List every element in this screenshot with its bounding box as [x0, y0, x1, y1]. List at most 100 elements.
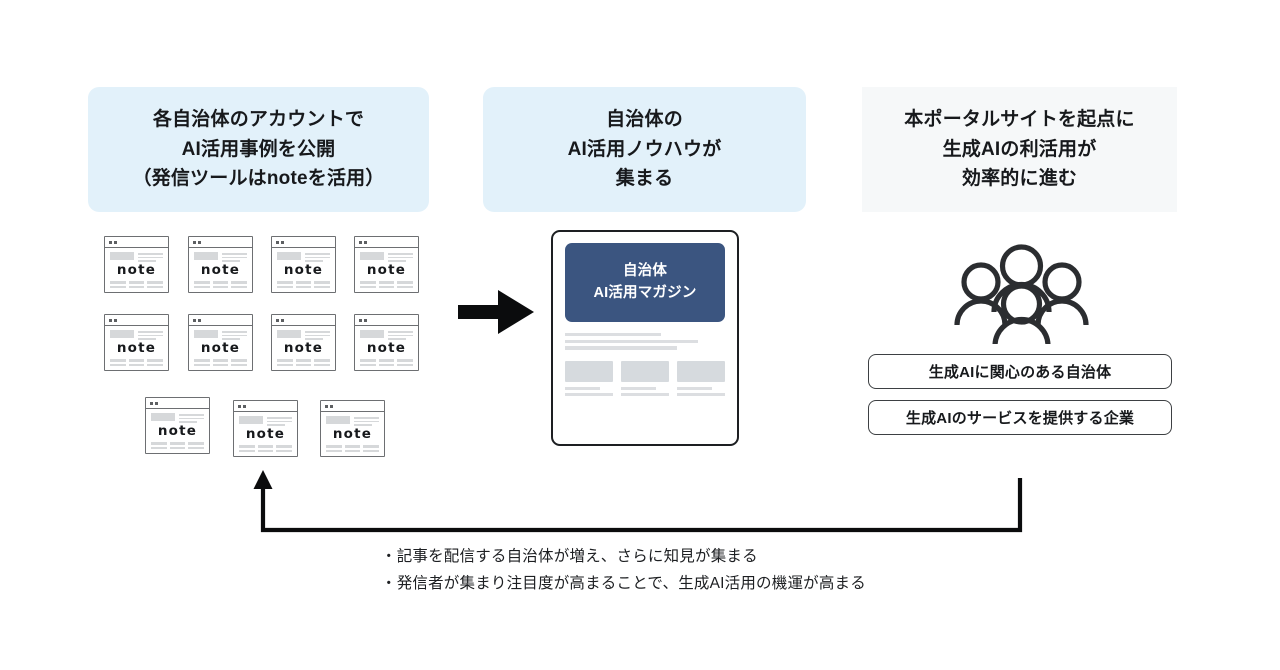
placeholder-line	[188, 446, 205, 450]
footer-col	[239, 445, 255, 453]
placeholder-line	[677, 392, 725, 397]
note-card-body: note	[105, 248, 168, 291]
thumb-caption	[677, 386, 725, 397]
footer-col	[397, 281, 414, 289]
note-card-header	[277, 330, 330, 340]
feedback-caption: ・記事を配信する自治体が増え、さらに知見が集まる ・発信者が集まり注目度が高まる…	[381, 548, 866, 593]
placeholder-line	[363, 449, 380, 453]
thumb-image	[326, 416, 350, 424]
window-dot-icon	[113, 318, 117, 322]
placeholder-line	[147, 359, 164, 362]
window-dot-icon	[197, 240, 201, 244]
window-dot-icon	[280, 318, 284, 322]
placeholder-line	[326, 449, 342, 453]
window-dot-icon	[197, 318, 201, 322]
footer-col	[295, 359, 312, 367]
placeholder-line	[378, 281, 395, 284]
placeholder-line	[267, 424, 285, 426]
window-dot-icon	[280, 240, 284, 244]
article-thumb-item	[621, 360, 669, 397]
note-card-titlebar	[189, 237, 252, 248]
placeholder-line	[378, 359, 395, 362]
footer-col	[295, 281, 312, 289]
arrow-right-icon	[458, 290, 534, 334]
note-article-card: note	[145, 397, 210, 454]
note-article-card: note	[354, 236, 419, 293]
note-card-body: note	[321, 412, 384, 455]
note-card-titlebar	[321, 401, 384, 412]
placeholder-line	[388, 256, 413, 259]
placeholder-line	[314, 363, 331, 367]
placeholder-line	[128, 285, 145, 289]
note-logo-text: note	[366, 339, 407, 356]
note-article-card: note	[104, 314, 169, 371]
window-dot-icon	[363, 318, 367, 322]
article-thumb-item	[565, 360, 613, 397]
note-card-footer	[194, 281, 248, 289]
placeholder-line	[267, 417, 292, 419]
panel-efficient-outcome: 本ポータルサイトを起点に 生成AIの利活用が 効率的に進む	[862, 87, 1177, 212]
placeholder-line	[388, 338, 406, 340]
note-card-footer	[326, 445, 380, 453]
footer-col	[344, 445, 361, 453]
note-card-titlebar	[234, 401, 297, 412]
placeholder-line	[222, 338, 240, 340]
note-article-card: note	[354, 314, 419, 371]
panel-knowledge-aggregates: 自治体の AI活用ノウハウが 集まる	[483, 87, 806, 212]
audience-tag-companies: 生成AIのサービスを提供する企業	[868, 400, 1172, 435]
footer-col	[360, 281, 376, 289]
note-card-footer	[110, 281, 164, 289]
placeholder-line	[397, 359, 414, 362]
magazine-placeholder-lines	[565, 333, 725, 350]
placeholder-lines	[305, 252, 330, 262]
placeholder-line	[397, 363, 414, 367]
placeholder-line	[360, 359, 376, 362]
placeholder-line	[314, 281, 331, 284]
placeholder-line	[231, 285, 248, 289]
placeholder-line	[138, 253, 163, 255]
window-dot-icon	[325, 404, 328, 408]
footer-col	[188, 442, 205, 450]
note-card-body: note	[272, 326, 335, 369]
placeholder-lines	[388, 252, 413, 262]
note-logo-text: note	[332, 425, 373, 442]
note-card-titlebar	[355, 237, 418, 248]
window-dot-icon	[359, 240, 362, 244]
thumb-image	[565, 360, 613, 382]
placeholder-line	[326, 445, 342, 448]
footer-col	[277, 359, 293, 367]
placeholder-lines	[267, 416, 292, 426]
window-dot-icon	[154, 401, 158, 405]
note-card-header	[360, 330, 413, 340]
placeholder-line	[314, 285, 331, 289]
placeholder-line	[305, 253, 330, 255]
placeholder-line	[169, 442, 186, 445]
footer-col	[326, 445, 342, 453]
note-card-header	[360, 252, 413, 262]
placeholder-line	[388, 331, 413, 333]
placeholder-lines	[138, 252, 163, 262]
thumb-image	[621, 360, 669, 382]
thumb-image	[110, 330, 134, 338]
window-dot-icon	[359, 318, 362, 322]
note-card-header	[277, 252, 330, 262]
footer-col	[169, 442, 186, 450]
placeholder-line	[257, 445, 274, 448]
footer-col	[194, 281, 210, 289]
people-group-icon	[954, 244, 1089, 344]
placeholder-line	[257, 449, 274, 453]
footer-col	[212, 281, 229, 289]
magazine-document-card: 自治体 AI活用マガジン	[551, 230, 739, 446]
placeholder-line	[354, 417, 379, 419]
placeholder-line	[110, 363, 126, 367]
thumb-image	[151, 413, 175, 421]
note-article-card: note	[271, 314, 336, 371]
note-card-body: note	[105, 326, 168, 369]
footer-col	[231, 359, 248, 367]
placeholder-line	[147, 281, 164, 284]
placeholder-line	[138, 331, 163, 333]
window-dot-icon	[363, 240, 367, 244]
placeholder-line	[138, 334, 163, 337]
placeholder-line	[128, 359, 145, 362]
